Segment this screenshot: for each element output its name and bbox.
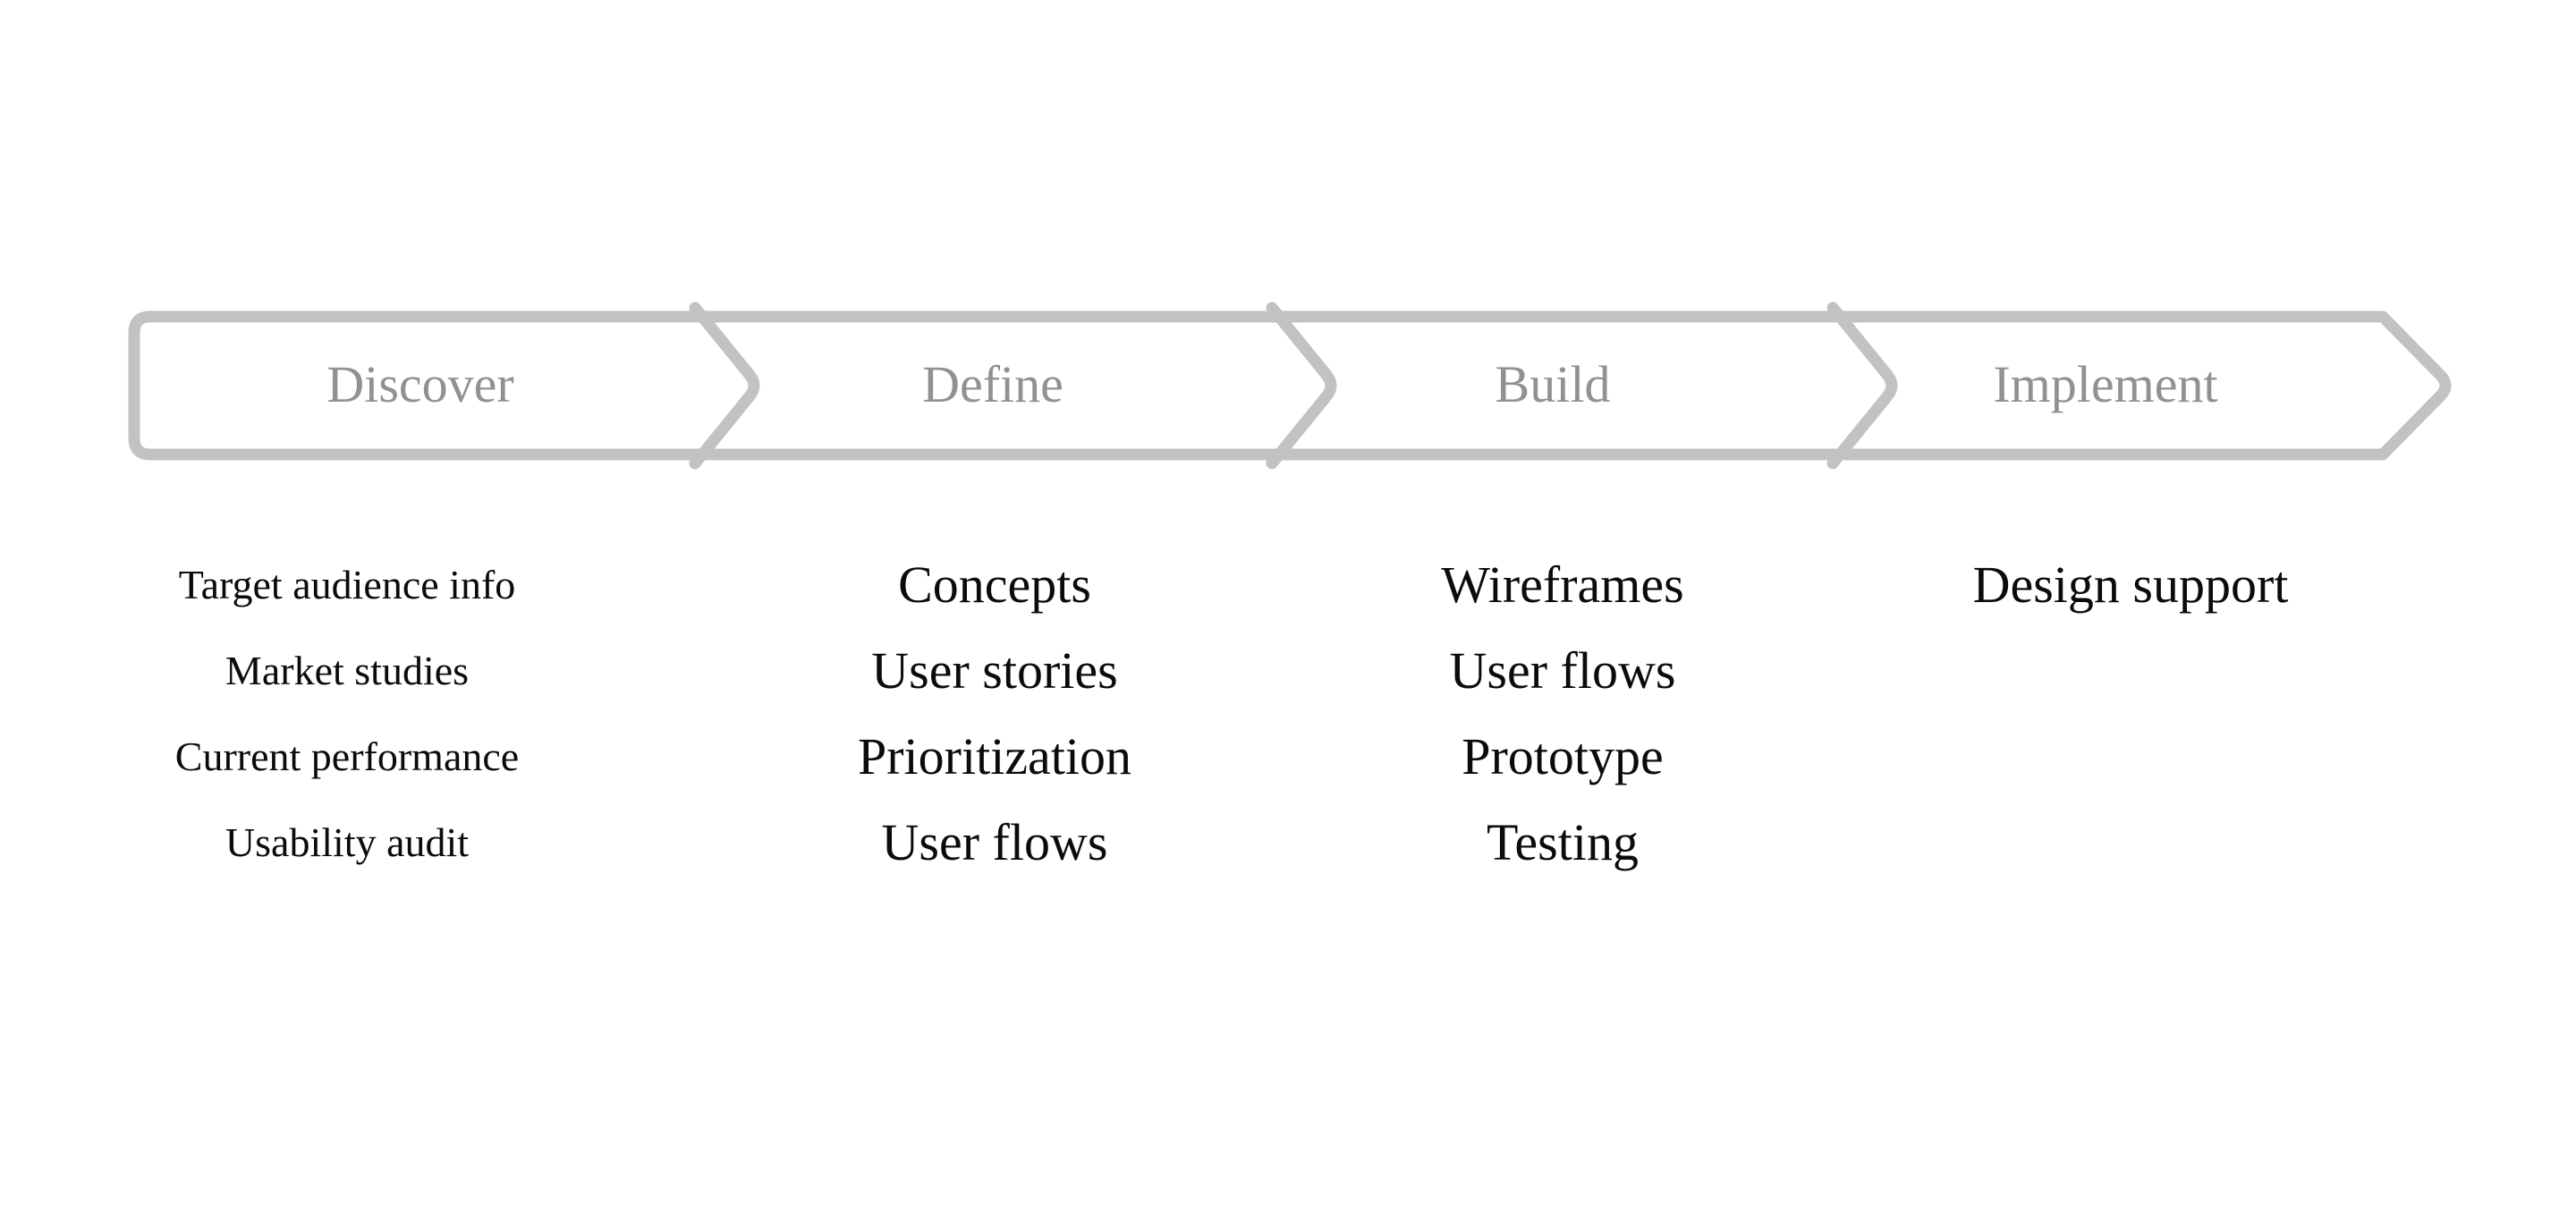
process-band-outline	[128, 310, 2452, 461]
stage-divider-chevron-2	[1266, 301, 1337, 470]
stage-item: Testing	[1487, 813, 1639, 871]
stage-label-implement: Implement	[1993, 355, 2218, 413]
stage-divider-chevron-1	[689, 301, 760, 470]
stage-item: User flows	[881, 813, 1108, 871]
stage-item: User flows	[1449, 641, 1676, 700]
stage-items-define: Concepts User stories Prioritization Use…	[858, 542, 1131, 886]
stage-label-discover: Discover	[326, 355, 514, 413]
stage-item: User stories	[871, 641, 1118, 700]
stage-item: Usability audit	[225, 819, 470, 865]
stage-label-define: Define	[922, 355, 1063, 413]
stage-items-implement: Design support	[1973, 542, 2289, 628]
stage-items-discover: Target audience info Market studies Curr…	[175, 542, 519, 886]
stage-divider-chevron-3	[1826, 301, 1898, 470]
stage-item: Prototype	[1462, 727, 1664, 785]
stage-label-build: Build	[1495, 355, 1611, 413]
stage-item: Design support	[1972, 556, 2289, 614]
stage-item: Target audience info	[178, 562, 516, 607]
stage-item: Market studies	[225, 648, 470, 693]
stage-item: Prioritization	[857, 727, 1132, 785]
stage-item: Current performance	[174, 734, 520, 779]
stage-item: Wireframes	[1441, 556, 1684, 614]
stage-item: Concepts	[898, 556, 1091, 614]
stage-items-build: Wireframes User flows Prototype Testing	[1441, 542, 1683, 886]
